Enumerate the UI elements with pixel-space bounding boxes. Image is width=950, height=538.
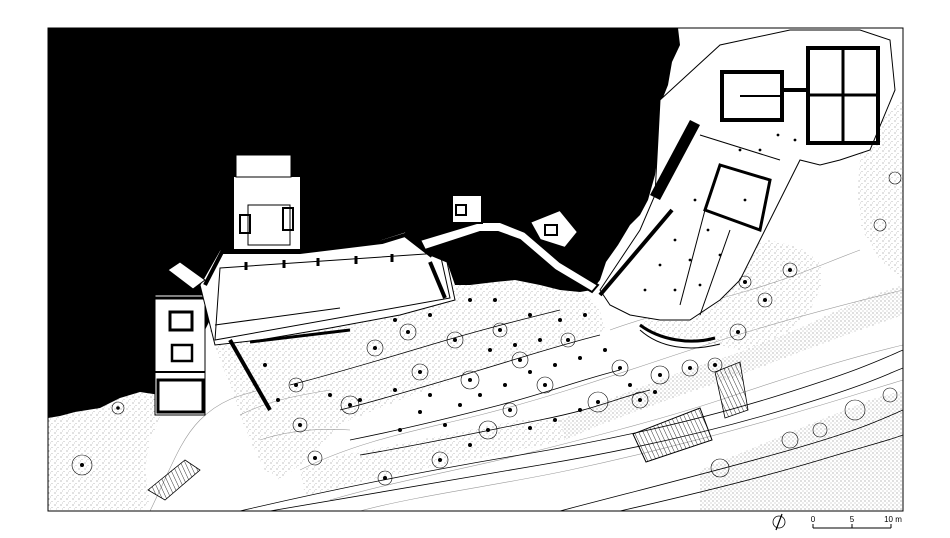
pavilion-east	[528, 208, 580, 250]
stairs-east	[714, 361, 749, 419]
tree-trunks	[80, 268, 792, 480]
scale-label-10m: 10 m	[884, 515, 902, 524]
terrain-west	[48, 392, 160, 511]
pool	[632, 407, 713, 463]
north-tower	[230, 154, 304, 253]
main-building-west	[199, 231, 456, 411]
terrain-east	[640, 240, 822, 350]
walkway	[418, 221, 600, 294]
terrain-southeast	[700, 390, 903, 511]
garden-terraces	[289, 309, 651, 456]
sea	[48, 28, 680, 418]
pavilion-north	[451, 194, 483, 224]
west-tower	[154, 294, 206, 416]
road-edges	[239, 349, 903, 511]
north-arrow-icon	[772, 513, 786, 531]
scale-bar: 0 5 10 m	[811, 515, 902, 529]
scale-label-5: 5	[850, 515, 855, 524]
map-frame	[47, 27, 904, 512]
scale-label-0: 0	[811, 515, 816, 524]
east-complex	[598, 29, 896, 349]
stairs-west	[147, 459, 201, 501]
jetty-west	[167, 261, 206, 290]
terrain-band	[560, 285, 903, 440]
trees	[71, 171, 902, 486]
